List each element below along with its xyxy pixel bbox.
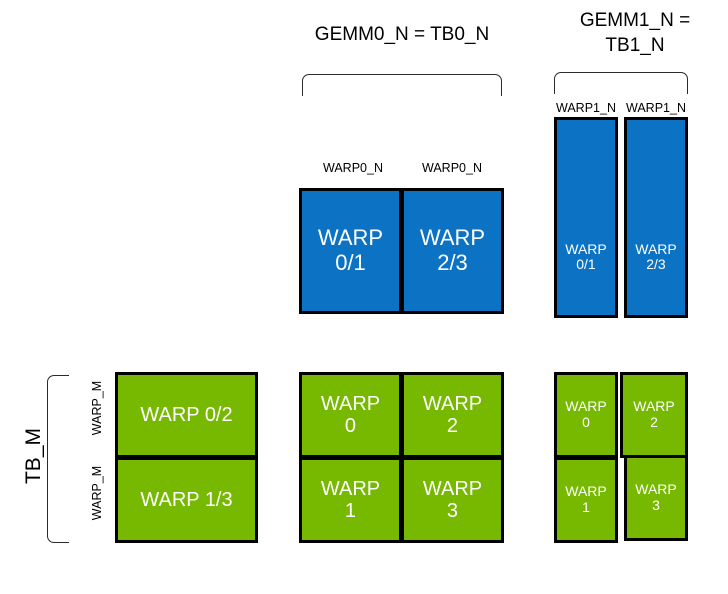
green-cell-warp-0-right[interactable]: WARP 0 xyxy=(554,372,618,458)
green-cell-warp-13-left[interactable]: WARP 1/3 xyxy=(115,457,258,543)
bracket-gemm1-width xyxy=(554,72,688,94)
blue-cell-warp-01-middle[interactable]: WARP 0/1 xyxy=(299,188,402,314)
caption-warp0n-right: WARP0_N xyxy=(422,161,482,175)
heading-gemm1: GEMM1_N = TB1_N xyxy=(579,10,691,56)
green-cell-warp-1-right[interactable]: WARP 1 xyxy=(554,457,618,543)
green-cell-warp-3-right[interactable]: WARP 3 xyxy=(624,455,688,541)
blue-cell-warp-23-middle[interactable]: WARP 2/3 xyxy=(401,188,504,314)
caption-warp1n-right: WARP1_N xyxy=(626,101,686,115)
bracket-gemm0-width xyxy=(302,74,502,96)
bracket-tb-m-height xyxy=(47,375,69,543)
caption-warp0n-left: WARP0_N xyxy=(323,161,383,175)
heading-gemm0: GEMM0_N = TB0_N xyxy=(314,24,490,45)
caption-warp-m-bottom: WARP_M xyxy=(90,465,104,521)
green-cell-warp-0-middle[interactable]: WARP 0 xyxy=(299,372,402,458)
caption-warp1n-left: WARP1_N xyxy=(556,101,616,115)
green-cell-warp-2-middle[interactable]: WARP 2 xyxy=(401,372,504,458)
caption-warp-m-top: WARP_M xyxy=(90,380,104,436)
label-tb-m: TB_M xyxy=(22,428,45,485)
green-cell-warp-1-middle[interactable]: WARP 1 xyxy=(299,457,402,543)
green-cell-warp-3-middle[interactable]: WARP 3 xyxy=(401,457,504,543)
green-cell-warp-02-left[interactable]: WARP 0/2 xyxy=(115,372,258,458)
blue-cell-warp-01-right[interactable]: WARP 0/1 xyxy=(554,117,618,318)
green-cell-warp-2-right[interactable]: WARP 2 xyxy=(620,372,688,458)
blue-cell-warp-23-right[interactable]: WARP 2/3 xyxy=(624,117,688,318)
